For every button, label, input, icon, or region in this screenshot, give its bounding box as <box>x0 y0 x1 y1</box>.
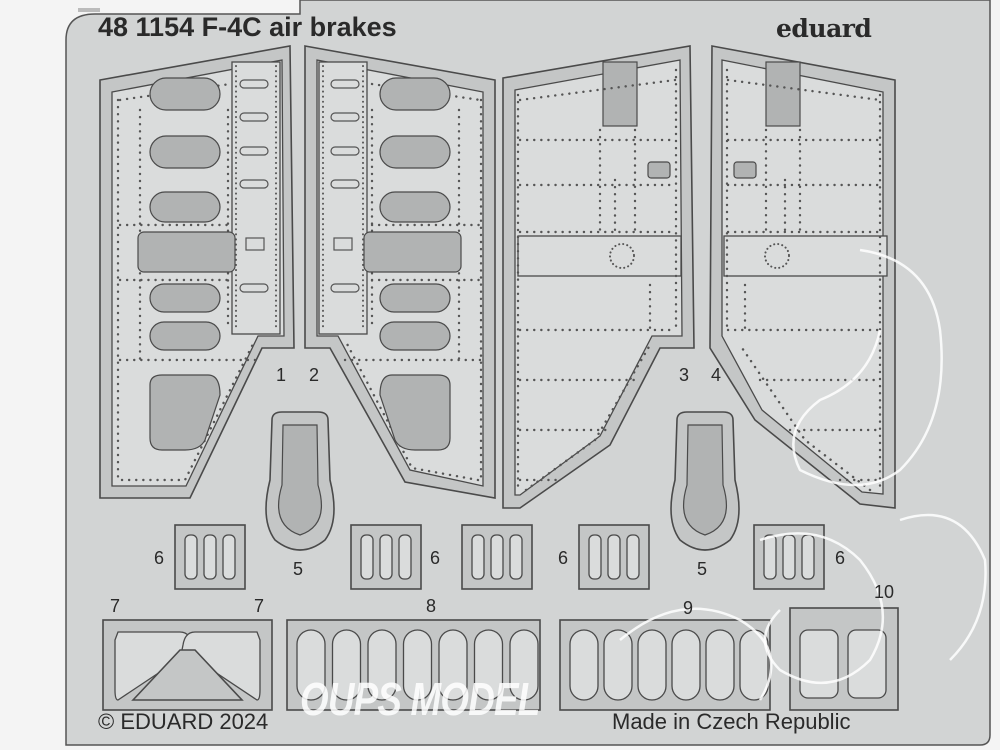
strip-slot <box>438 629 468 701</box>
watermark-text: OUPS MODEL <box>300 673 540 725</box>
part-7-covers <box>102 619 273 711</box>
part-label-7b: 7 <box>254 596 265 616</box>
part-label-6c: 6 <box>558 548 569 568</box>
part-label-5a: 5 <box>293 559 304 579</box>
part-label-6a: 6 <box>154 548 165 568</box>
strip-slot <box>637 629 667 701</box>
part-1-air-brake-left <box>99 45 295 499</box>
strip-slot <box>331 629 362 701</box>
strip-slot <box>296 629 326 701</box>
part-label-1: 1 <box>276 365 287 385</box>
watermark-logo <box>619 248 987 701</box>
origin-text: Made in Czech Republic <box>612 709 851 734</box>
strip-slot <box>509 629 539 701</box>
part-label-3: 3 <box>679 365 690 385</box>
part-label-5b: 5 <box>697 559 708 579</box>
strip-slot <box>402 629 433 701</box>
part-5-bracket-right <box>670 411 740 551</box>
strip-slot <box>603 629 633 701</box>
part-9-strips <box>559 619 771 711</box>
part-label-9: 9 <box>683 598 694 618</box>
part-3-air-brake-door-left <box>502 45 695 509</box>
part-5-bracket-left <box>265 411 335 551</box>
strip-slot <box>367 629 397 701</box>
part-label-8: 8 <box>426 596 437 616</box>
part-label-6b: 6 <box>430 548 441 568</box>
brand-logo: eduard <box>776 14 872 43</box>
part-6-hinges <box>174 524 825 590</box>
part-2-air-brake-right <box>304 45 496 499</box>
part-label-4: 4 <box>711 365 722 385</box>
fret-title: 48 1154 F-4C air brakes <box>98 12 397 42</box>
copyright-text: © EDUARD 2024 <box>98 709 269 734</box>
part-label-6d: 6 <box>835 548 846 568</box>
part-8-strips <box>286 619 541 711</box>
part-label-10: 10 <box>874 582 895 602</box>
part-label-2: 2 <box>309 365 320 385</box>
strip-slot <box>705 629 735 701</box>
strip-slot <box>671 629 701 701</box>
part-label-7a: 7 <box>110 596 121 616</box>
part-4-air-brake-door-right <box>709 45 896 509</box>
strip-slot <box>473 629 504 701</box>
strip-slot <box>569 629 599 701</box>
